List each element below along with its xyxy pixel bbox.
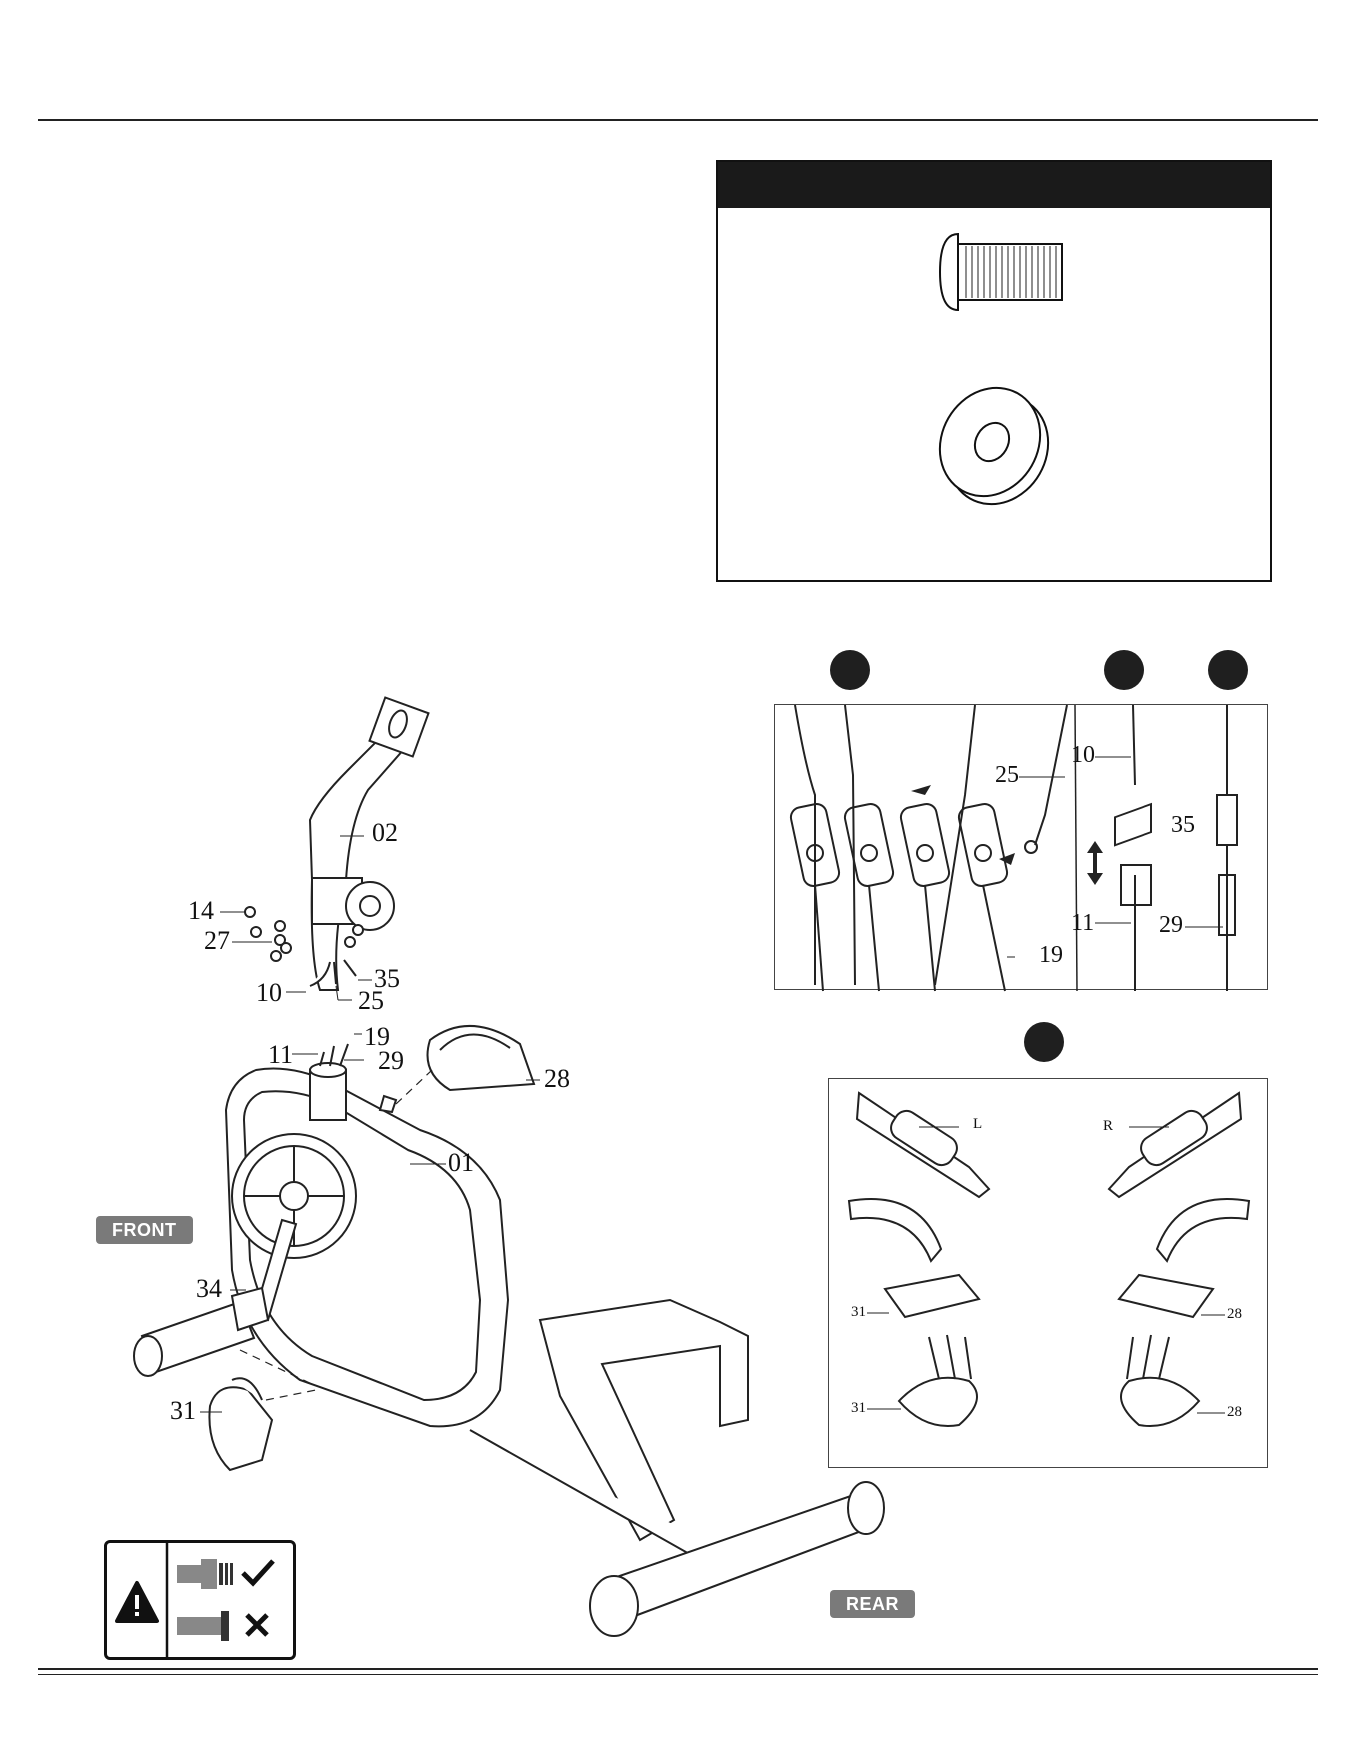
part-label-29: 29 <box>378 1048 404 1074</box>
part-label-28: 28 <box>544 1066 570 1092</box>
front-tag: FRONT <box>96 1216 193 1244</box>
rear-tag: REAR <box>830 1590 915 1618</box>
part-label-10: 10 <box>256 980 282 1006</box>
part-label-14: 14 <box>188 898 214 924</box>
part-label-34: 34 <box>196 1276 222 1302</box>
part-label-11: 11 <box>268 1042 293 1068</box>
part-label-01: 01 <box>448 1150 474 1176</box>
part-label-25: 25 <box>358 988 384 1014</box>
part-label-31: 31 <box>170 1398 196 1424</box>
part-label-02: 02 <box>372 820 398 846</box>
part-label-27: 27 <box>204 928 230 954</box>
cross-icon <box>107 1543 299 1663</box>
warning-box <box>104 1540 296 1660</box>
